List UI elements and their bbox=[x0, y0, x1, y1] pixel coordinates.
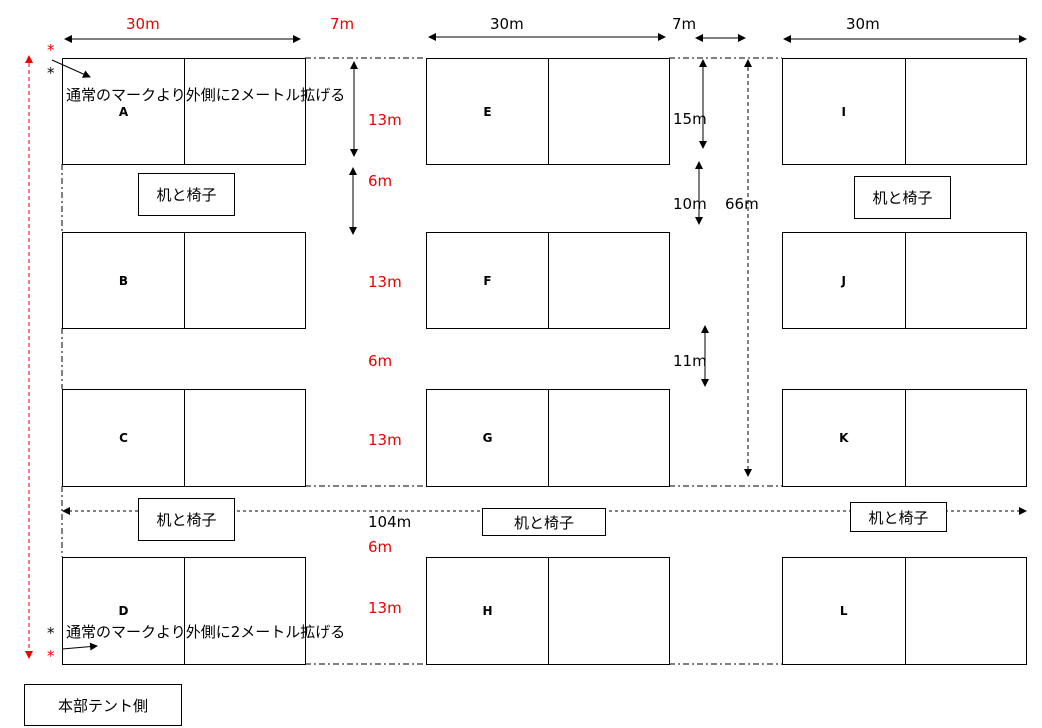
court-label: C bbox=[119, 431, 128, 445]
label-10m: 10m bbox=[673, 195, 707, 213]
court-label: E bbox=[483, 104, 492, 119]
headquarters-tent-box: 本部テント側 bbox=[24, 684, 182, 726]
court-i: I bbox=[782, 58, 1027, 165]
field-boundary bbox=[61, 57, 782, 665]
label-11m: 11m bbox=[673, 352, 707, 370]
label-row-13m: 13m bbox=[368, 599, 402, 617]
court-label: B bbox=[118, 273, 129, 288]
court-g: G bbox=[426, 389, 670, 487]
court-c: C bbox=[62, 389, 306, 487]
red-asterisk-bottom: * bbox=[47, 647, 55, 665]
court-label: F bbox=[483, 273, 492, 288]
court-label: J bbox=[841, 273, 846, 288]
red-asterisk-top: * bbox=[47, 41, 55, 59]
label-width-30m: 30m bbox=[490, 15, 524, 33]
label-width-30m: 30m bbox=[846, 15, 880, 33]
court-d: D bbox=[62, 557, 306, 665]
note-pointer-top bbox=[51, 59, 91, 78]
label-row-13m: 13m bbox=[368, 431, 402, 449]
label-gap-7m: 7m bbox=[330, 15, 355, 33]
court-label: I bbox=[841, 104, 846, 119]
court-j: J bbox=[782, 232, 1027, 329]
label-gap-7m: 7m bbox=[672, 15, 697, 33]
court-label: G bbox=[482, 431, 493, 445]
label-row-13m: 13m bbox=[368, 273, 402, 291]
court-label: D bbox=[118, 604, 129, 618]
label-gap-6m: 6m bbox=[368, 352, 393, 370]
note-extend-bottom: 通常のマークより外側に2メートル拡げる bbox=[66, 623, 346, 641]
court-k: K bbox=[782, 389, 1027, 487]
court-f: F bbox=[426, 232, 670, 329]
desk-chairs-box: 机と椅子 bbox=[854, 176, 951, 219]
court-label: L bbox=[839, 604, 848, 618]
court-label: H bbox=[482, 604, 493, 618]
label-104m: 104m bbox=[368, 513, 412, 531]
note-pointer-bottom bbox=[61, 642, 98, 651]
asterisk-bottom: * bbox=[47, 624, 55, 642]
label-gap-6m: 6m bbox=[368, 538, 393, 556]
label-width-30m: 30m bbox=[126, 15, 160, 33]
court-e: E bbox=[426, 58, 670, 165]
desk-chairs-box: 机と椅子 bbox=[482, 508, 606, 536]
court-label: K bbox=[839, 431, 849, 445]
label-15m: 15m bbox=[673, 110, 707, 128]
asterisk-top: * bbox=[47, 64, 55, 82]
desk-chairs-box: 机と椅子 bbox=[138, 173, 235, 216]
court-l: L bbox=[782, 557, 1027, 665]
note-extend-top: 通常のマークより外側に2メートル拡げる bbox=[66, 86, 346, 104]
label-row-13m: 13m bbox=[368, 111, 402, 129]
desk-chairs-box: 机と椅子 bbox=[138, 498, 235, 541]
court-h: H bbox=[426, 557, 670, 665]
label-66m: 66m bbox=[725, 195, 759, 213]
court-b: B bbox=[62, 232, 306, 329]
court-a: A bbox=[62, 58, 306, 165]
desk-chairs-box: 机と椅子 bbox=[850, 502, 947, 532]
label-gap-6m: 6m bbox=[368, 172, 393, 190]
court-label: A bbox=[118, 104, 129, 119]
